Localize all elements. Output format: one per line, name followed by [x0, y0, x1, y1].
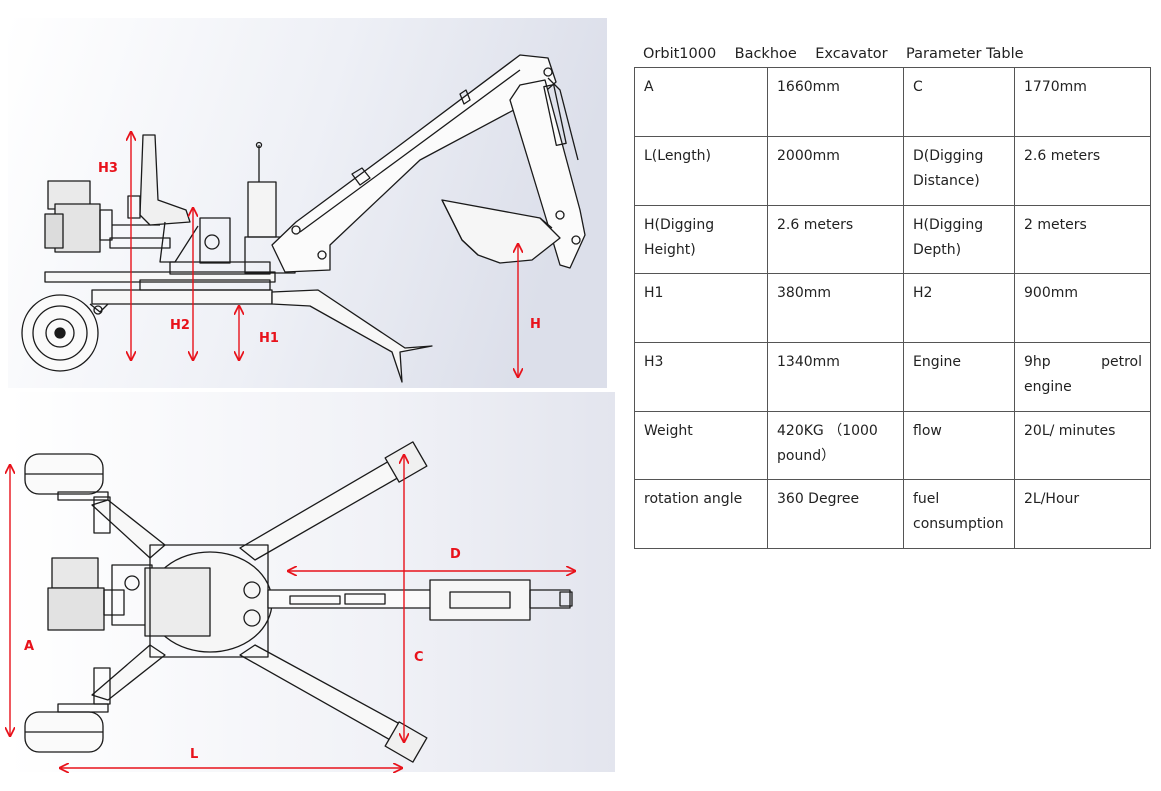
table-row: H3 1340mm Engine 9hp petrol engine — [634, 342, 1151, 412]
label-d: D — [450, 547, 461, 562]
label-c: C — [414, 650, 424, 665]
engine-top — [47, 557, 125, 631]
param-name: C — [903, 67, 1015, 137]
table-row: rotation angle 360 Degree fuel consumpti… — [634, 479, 1151, 549]
param-name: rotation angle — [634, 479, 768, 549]
boom-top — [267, 579, 573, 621]
param-value: 2L/Hour — [1014, 479, 1151, 549]
param-value: 2 meters — [1014, 205, 1151, 274]
wheels-top — [24, 453, 109, 753]
param-value: 9hp petrol engine — [1014, 342, 1151, 412]
param-name: Engine — [903, 342, 1015, 412]
parameter-table: A 1660mm C 1770mm L(Length) 2000mm D(Dig… — [634, 67, 1151, 549]
label-h: H — [530, 317, 541, 332]
label-h2: H2 — [170, 318, 190, 333]
label-a: A — [24, 639, 34, 654]
side-view: H3 H2 H1 H — [8, 18, 607, 388]
label-h3: H3 — [98, 161, 118, 176]
table-title: Orbit1000 Backhoe Excavator Parameter Ta… — [643, 46, 1024, 62]
param-value: 380mm — [767, 273, 904, 343]
param-value: 20L/ minutes — [1014, 411, 1151, 480]
param-value: 900mm — [1014, 273, 1151, 343]
param-name: D(Digging Distance) — [903, 136, 1015, 206]
table-row: H1 380mm H2 900mm — [634, 273, 1151, 343]
param-name: H2 — [903, 273, 1015, 343]
param-value: 1660mm — [767, 67, 904, 137]
table-row: L(Length) 2000mm D(Digging Distance) 2.6… — [634, 136, 1151, 206]
arm-side — [509, 77, 586, 269]
param-name: fuel consumption — [903, 479, 1015, 549]
top-view: A L C D — [8, 392, 615, 772]
table-row: Weight 420KG （1000 pound） flow 20L/ minu… — [634, 411, 1151, 480]
chassis-side — [44, 261, 433, 383]
param-name: H1 — [634, 273, 768, 343]
control-column — [199, 141, 296, 274]
engine-side — [44, 180, 171, 253]
param-value: 1340mm — [767, 342, 904, 412]
param-name: H3 — [634, 342, 768, 412]
label-l: L — [190, 747, 198, 762]
param-value: 1770mm — [1014, 67, 1151, 137]
table-row: A 1660mm C 1770mm — [634, 67, 1151, 137]
param-name: Weight — [634, 411, 768, 480]
param-name: H(Digging Height) — [634, 205, 768, 274]
param-value: 420KG （1000 pound） — [767, 411, 904, 480]
technical-drawing: H3 H2 H1 H — [0, 18, 615, 791]
turntable-top — [111, 544, 273, 658]
param-name: H(Digging Depth) — [903, 205, 1015, 274]
param-value: 360 Degree — [767, 479, 904, 549]
param-name: A — [634, 67, 768, 137]
wheel-side — [21, 294, 99, 372]
param-value: 2.6 meters — [1014, 136, 1151, 206]
param-name: L(Length) — [634, 136, 768, 206]
param-name: flow — [903, 411, 1015, 480]
param-value: 2000mm — [767, 136, 904, 206]
label-h1: H1 — [259, 331, 279, 346]
param-value: 2.6 meters — [767, 205, 904, 274]
table-row: H(Digging Height) 2.6 meters H(Digging D… — [634, 205, 1151, 274]
